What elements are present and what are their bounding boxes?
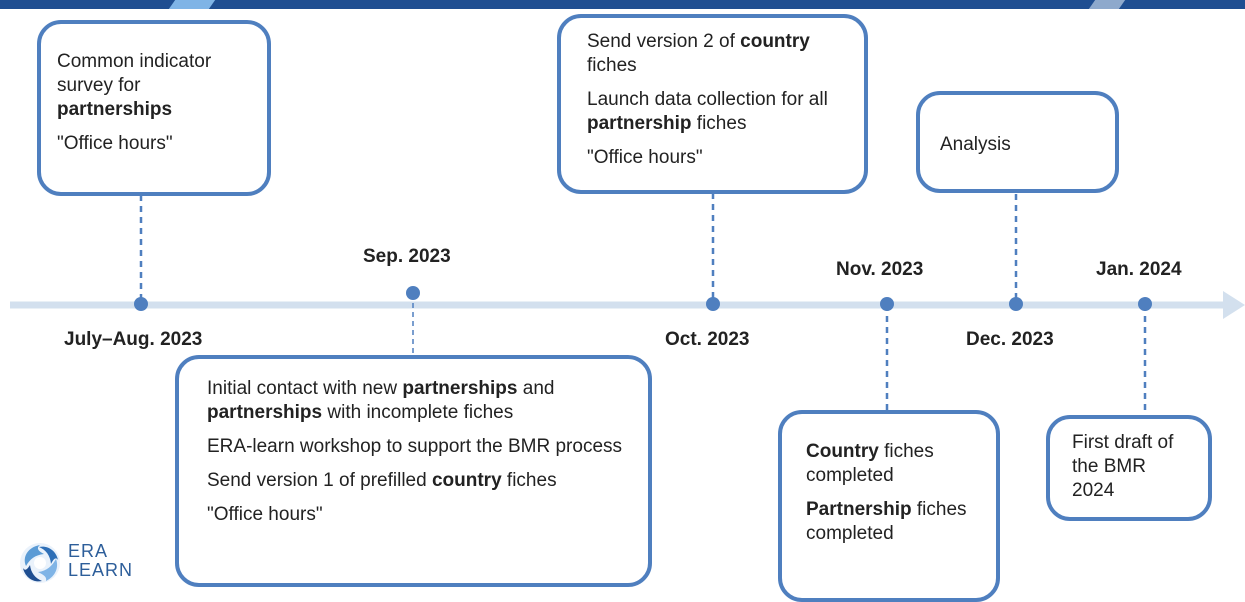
logo-wordmark: ERA LEARN bbox=[68, 542, 133, 580]
logo-text-era: ERA bbox=[68, 541, 109, 561]
box-text: fiches bbox=[501, 470, 557, 491]
date-label-nov: Nov. 2023 bbox=[836, 259, 924, 280]
date-label-july-aug: July–Aug. 2023 bbox=[64, 329, 203, 350]
box-text-office-hours: "Office hours" bbox=[587, 147, 703, 168]
box-text-bold: Country bbox=[806, 441, 879, 462]
milestone-box-dec: Analysis bbox=[916, 91, 1119, 193]
box-text: Send version 1 of prefilled bbox=[207, 470, 432, 491]
box-text: with incomplete fiches bbox=[322, 402, 514, 423]
date-label-jan: Jan. 2024 bbox=[1096, 259, 1182, 280]
box-text: Launch data collection for all bbox=[587, 89, 828, 110]
date-label-oct: Oct. 2023 bbox=[665, 329, 750, 350]
era-learn-logo: ERA LEARN bbox=[16, 538, 156, 588]
milestone-text: Common indicator survey for partnerships bbox=[57, 50, 251, 122]
date-label-sep: Sep. 2023 bbox=[363, 246, 451, 267]
box-text-office-hours: "Office hours" bbox=[57, 133, 173, 154]
box-text-bold: country bbox=[740, 31, 810, 52]
box-text: fiches bbox=[691, 113, 747, 134]
box-text: and bbox=[517, 378, 555, 399]
box-text-first-draft: First draft of the BMR 2024 bbox=[1072, 432, 1174, 501]
milestone-text: Launch data collection for all partnersh… bbox=[587, 88, 844, 136]
box-text: fiches completed bbox=[806, 441, 934, 486]
milestone-box-sep: Initial contact with new partnerships an… bbox=[175, 355, 652, 587]
milestone-text: Send version 1 of prefilled country fich… bbox=[207, 469, 628, 493]
box-text-bold: country bbox=[431, 470, 502, 491]
timeline-dot-sep bbox=[406, 286, 420, 300]
milestone-text: Initial contact with new partnerships an… bbox=[207, 377, 628, 425]
header-bar bbox=[0, 0, 1245, 9]
timeline-dot-nov bbox=[880, 297, 894, 311]
box-text-bold: Partnership bbox=[806, 499, 912, 520]
box-text-survey: Common indicator survey for bbox=[57, 51, 212, 96]
box-text-bold: partnership bbox=[587, 113, 692, 134]
timeline-dot-jan bbox=[1138, 297, 1152, 311]
box-text-partnerships: partnerships bbox=[57, 99, 173, 120]
milestone-box-jan: First draft of the BMR 2024 bbox=[1046, 415, 1212, 521]
milestone-text: Country fiches completed bbox=[806, 440, 980, 488]
timeline-dot-dec bbox=[1009, 297, 1023, 311]
logo-text-learn: LEARN bbox=[68, 560, 134, 580]
box-text-analysis: Analysis bbox=[940, 134, 1011, 155]
milestone-box-oct: Send version 2 of country fiches Launch … bbox=[557, 14, 868, 194]
timeline-arrowhead bbox=[1223, 291, 1245, 319]
box-text: fiches bbox=[587, 55, 637, 76]
date-label-dec: Dec. 2023 bbox=[966, 329, 1054, 350]
milestone-box-nov: Country fiches completed Partnership fic… bbox=[778, 410, 1000, 602]
box-text: Initial contact with new bbox=[207, 378, 403, 399]
milestone-text: Partnership fiches completed bbox=[806, 498, 980, 546]
milestone-text: Send version 2 of country fiches bbox=[587, 30, 844, 78]
box-text-office-hours: "Office hours" bbox=[207, 504, 323, 525]
box-text: Send version 2 of bbox=[587, 31, 741, 52]
box-text-workshop: ERA-learn workshop to support the BMR pr… bbox=[207, 436, 623, 457]
box-text-bold: partnerships bbox=[207, 402, 323, 423]
box-text-bold: partnerships bbox=[402, 378, 518, 399]
box-text: fiches completed bbox=[806, 499, 967, 544]
era-learn-swirl-icon bbox=[20, 543, 60, 583]
timeline-dot-july-aug bbox=[134, 297, 148, 311]
timeline-dot-oct bbox=[706, 297, 720, 311]
